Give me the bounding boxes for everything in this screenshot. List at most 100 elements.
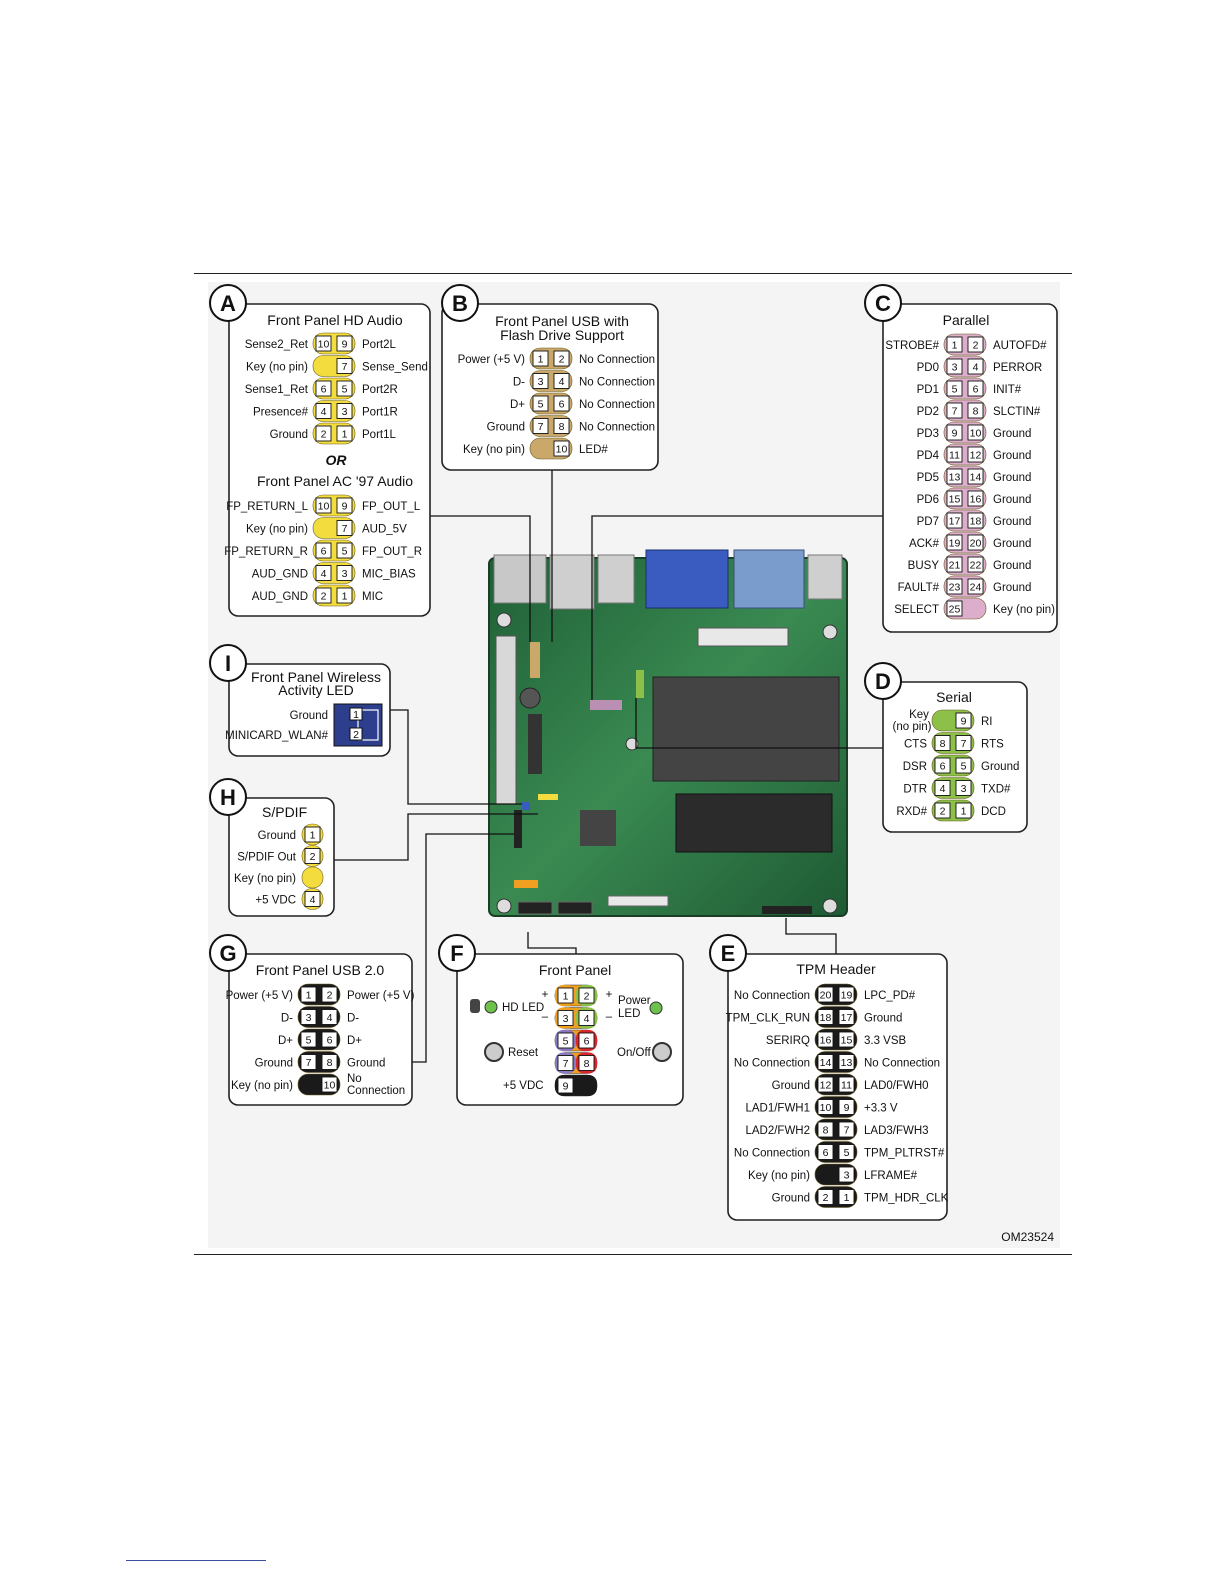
pin-number: 1 [353, 709, 359, 721]
pin-number: 9 [844, 1102, 850, 1114]
pin-label-right: LPC_PD# [864, 990, 916, 1002]
mounting-hole [496, 612, 512, 628]
pin [838, 1166, 855, 1183]
pin [304, 848, 321, 864]
pin-label-right: TXD# [981, 784, 1011, 796]
pin-number: 5 [952, 384, 958, 396]
pin-number: 6 [321, 384, 327, 396]
pin-number: 6 [327, 1035, 333, 1047]
pin [967, 490, 984, 507]
pin-label-right: FP_OUT_R [362, 546, 422, 558]
callout-circle [209, 778, 247, 816]
vga-connector [645, 549, 729, 609]
pin-label-left: Key (no pin) [246, 362, 308, 374]
pin-label-left: FAULT# [898, 582, 940, 594]
wlan-led-outline [357, 709, 379, 741]
tpm-title: TPM Header [796, 961, 876, 977]
pin [315, 335, 332, 352]
pin-label-left: Key (no pin) [231, 1080, 293, 1092]
footnote-rule [126, 1560, 266, 1561]
pin [838, 1189, 855, 1205]
pin-number: 6 [973, 384, 979, 396]
pin-number: 3 [952, 362, 958, 374]
pin-label-right: AUTOFD# [993, 340, 1047, 352]
pin [304, 826, 321, 843]
pin [946, 424, 963, 441]
power-led-label: LED [618, 1008, 640, 1020]
callout-letter: F [450, 941, 463, 966]
pin-label-left: Key (no pin) [234, 873, 296, 885]
pin [838, 986, 855, 1003]
pin [946, 534, 963, 551]
usb-flash-title-1: Front Panel USB with [495, 313, 629, 329]
pin-label-right: Power (+5 V) [347, 990, 415, 1002]
pin [532, 395, 549, 412]
pin-number: 5 [844, 1147, 850, 1159]
pin-label-left: D+ [278, 1035, 293, 1047]
pin-label-left: BUSY [908, 560, 940, 572]
pin-label-right: Sense_Send [362, 362, 428, 374]
hd-led-icon [484, 1000, 498, 1014]
pin-number: 1 [342, 591, 348, 603]
pin-label-right: No Connection [579, 422, 655, 434]
pin-number: 7 [952, 406, 958, 418]
pin-label-right: Ground [993, 582, 1031, 594]
pin-label-right: RI [981, 716, 993, 728]
pin [349, 727, 363, 741]
pin-label-right: TPM_HDR_CLK [864, 1193, 949, 1205]
pin-number: 4 [321, 568, 327, 580]
pin-label-left: LAD2/FWH2 [745, 1125, 810, 1137]
pin-label-right: Ground [347, 1058, 385, 1070]
pin-number: 9 [563, 1081, 569, 1093]
pin [838, 1054, 855, 1070]
pin [946, 468, 963, 485]
pin-number: 7 [306, 1057, 312, 1069]
pin-label-left: Key (no pin) [748, 1170, 810, 1182]
pin [578, 1032, 595, 1049]
pin-number: 14 [970, 472, 982, 484]
pin-number: 2 [327, 990, 333, 1002]
pin-label-right: Ground [993, 516, 1031, 528]
audio-jacks [493, 554, 547, 604]
callout-circle [438, 934, 476, 972]
polarity-mark: – [542, 1011, 549, 1023]
pin-label-right: Ground [993, 560, 1031, 572]
pin [321, 986, 338, 1003]
pin [553, 418, 570, 434]
pin [300, 986, 317, 1003]
pin-number: 6 [559, 399, 565, 411]
callout-circle [864, 662, 902, 700]
pin-label-left: Ground [270, 429, 308, 441]
pin-label-left: S/PDIF Out [237, 852, 297, 864]
pin-number: 8 [327, 1057, 333, 1069]
pin-number: 16 [820, 1035, 832, 1047]
pin-number: 8 [584, 1058, 590, 1070]
pin-label-left: TPM_CLK_RUN [726, 1013, 810, 1025]
pin-label-right: RTS [981, 739, 1004, 751]
pin [553, 395, 570, 412]
wlan-title-1: Front Panel Wireless [251, 669, 381, 685]
pin [336, 425, 353, 442]
pin [817, 1099, 834, 1115]
pin [315, 565, 332, 581]
pin [336, 542, 353, 559]
pci-slot [495, 635, 517, 805]
front-panel-title: Front Panel [539, 962, 611, 978]
pin-number: 14 [820, 1057, 832, 1069]
pin-number: 1 [306, 990, 312, 1002]
callout-letter: C [875, 291, 891, 316]
pin-number: 15 [949, 494, 961, 506]
pin-number: 17 [841, 1012, 853, 1024]
pin [838, 1031, 855, 1048]
pin-number: 4 [584, 1013, 590, 1025]
pin-label-right: MIC_BIAS [362, 569, 416, 581]
pin-label-right: Ground [864, 1013, 902, 1025]
pin-label-left: FP_RETURN_R [224, 546, 308, 558]
pin [955, 757, 972, 774]
pin-number: 6 [823, 1147, 829, 1159]
pin-label-left: RXD# [896, 806, 927, 818]
